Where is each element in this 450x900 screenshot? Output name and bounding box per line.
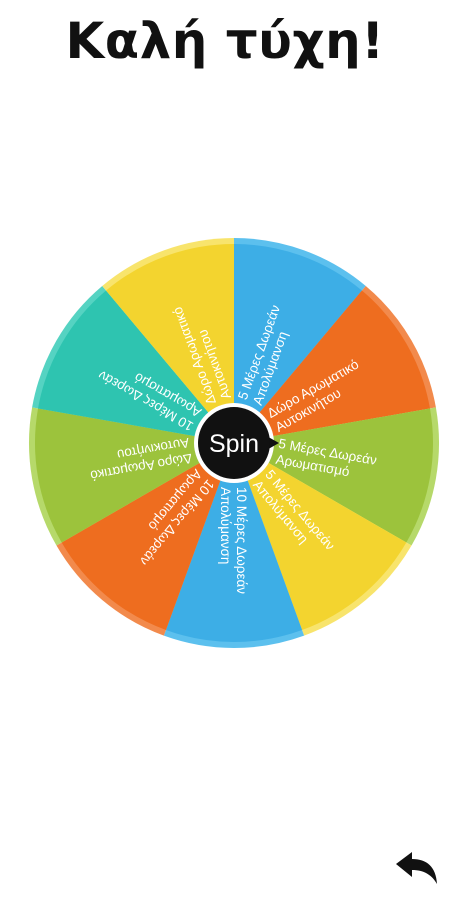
wheel-segment-label-line: 10 Μέρες Δωρεάν — [234, 487, 249, 594]
undo-button[interactable] — [393, 848, 441, 892]
wheel-segment-label-line: Απολύμανση — [218, 487, 233, 564]
spin-hub-disc — [198, 407, 270, 479]
wheel-segment — [106, 244, 234, 443]
wheel-segments — [28, 237, 440, 648]
wheel-segment — [234, 290, 430, 443]
wheel-segment — [61, 443, 234, 630]
spin-label: Spin — [209, 430, 259, 458]
wheel-segment — [165, 443, 303, 642]
wheel-segment — [234, 244, 362, 443]
wheel-segment — [234, 443, 407, 630]
wheel-segment — [34, 408, 235, 543]
spin-button[interactable]: Spin — [194, 403, 279, 483]
page-title: Καλή τύχη! — [65, 12, 385, 70]
wheel-segment — [38, 290, 235, 443]
undo-arrow-icon — [396, 852, 437, 884]
wheel-segment — [234, 408, 434, 543]
